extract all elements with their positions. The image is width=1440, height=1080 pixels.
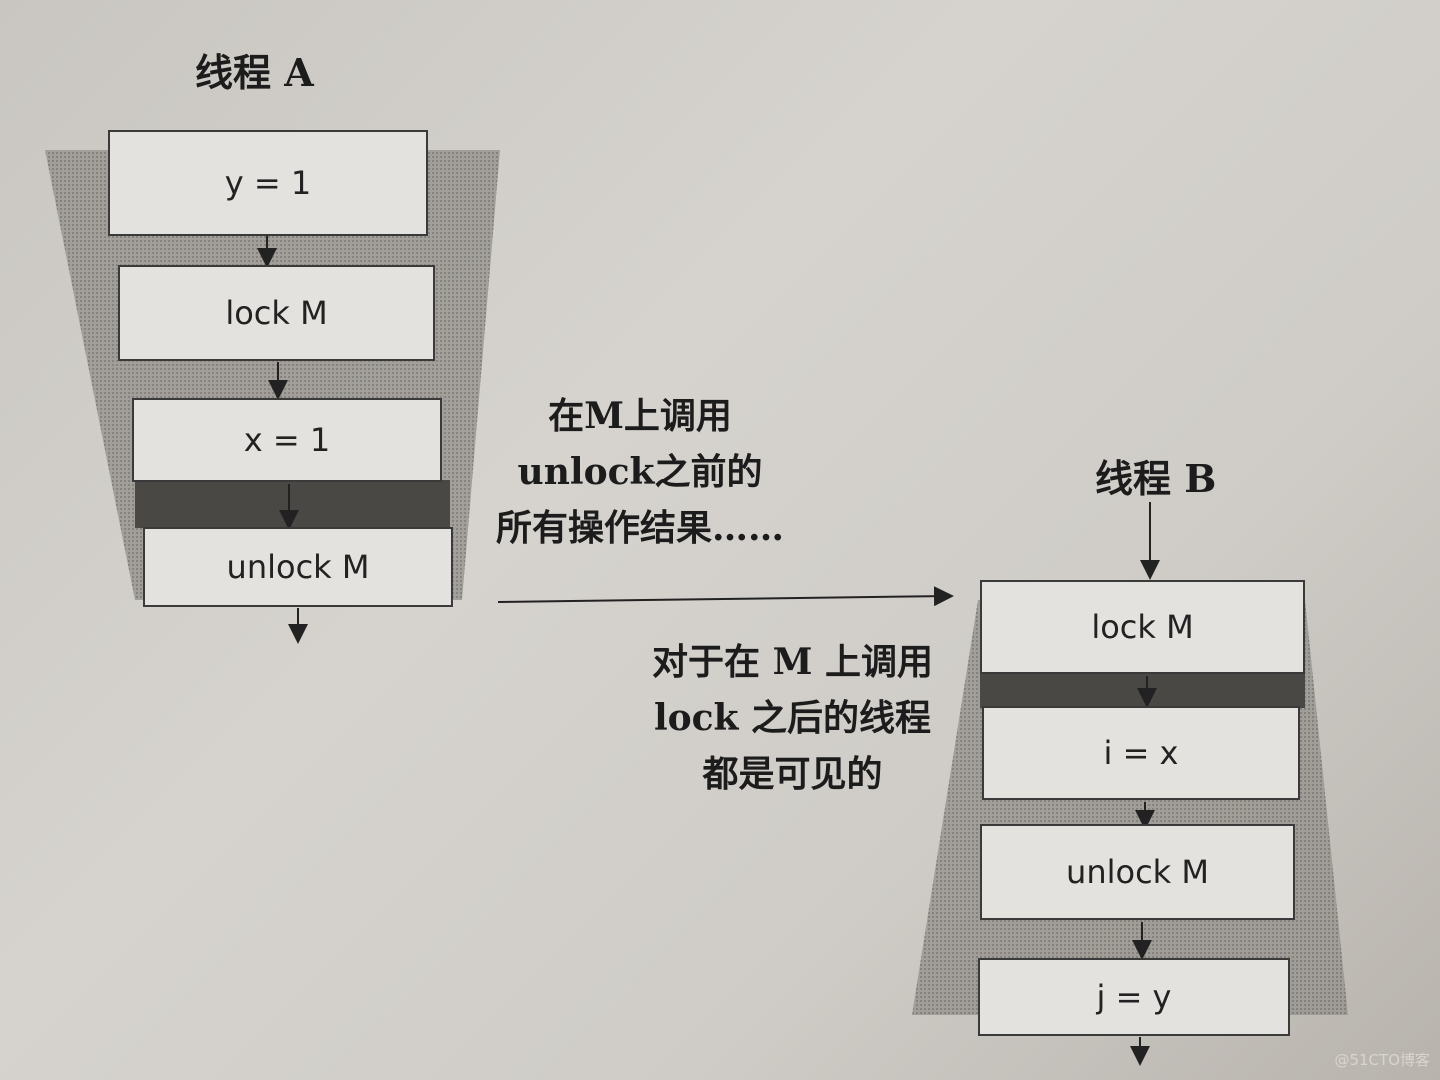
thread-a-step-y-assign: y = 1: [108, 130, 428, 236]
annotation-bottom-line: 都是可见的: [702, 753, 883, 795]
annotation-bottom-line: 对于在 M 上调用: [652, 641, 933, 683]
thread-b-step-i-assign: i = x: [982, 706, 1300, 800]
thread-a-title: 线程 A: [195, 50, 314, 95]
thread-b-step-lock: lock M: [980, 580, 1305, 674]
annotation-top: 在M上调用 unlock之前的 所有操作结果……: [455, 388, 825, 556]
watermark: @51CTO博客: [1334, 1051, 1430, 1069]
thread-b-step-unlock: unlock M: [980, 824, 1295, 920]
thread-a-dark-band: [135, 480, 450, 528]
thread-b-step-j-assign: j = y: [978, 958, 1290, 1036]
thread-b-title: 线程 B: [1095, 456, 1217, 501]
annotation-top-line: 在M上调用: [548, 395, 732, 437]
happens-before-arrow: [497, 586, 954, 607]
thread-a-step-x-assign: x = 1: [132, 398, 442, 482]
annotation-bottom: 对于在 M 上调用 lock 之后的线程 都是可见的: [620, 634, 965, 802]
thread-a-step-unlock: unlock M: [143, 527, 453, 607]
thread-b-dark-band: [980, 672, 1305, 708]
annotation-bottom-line: lock 之后的线程: [653, 697, 932, 739]
annotation-top-line: 所有操作结果……: [495, 507, 784, 549]
annotation-top-line: unlock之前的: [517, 451, 763, 493]
thread-a-step-lock: lock M: [118, 265, 435, 361]
